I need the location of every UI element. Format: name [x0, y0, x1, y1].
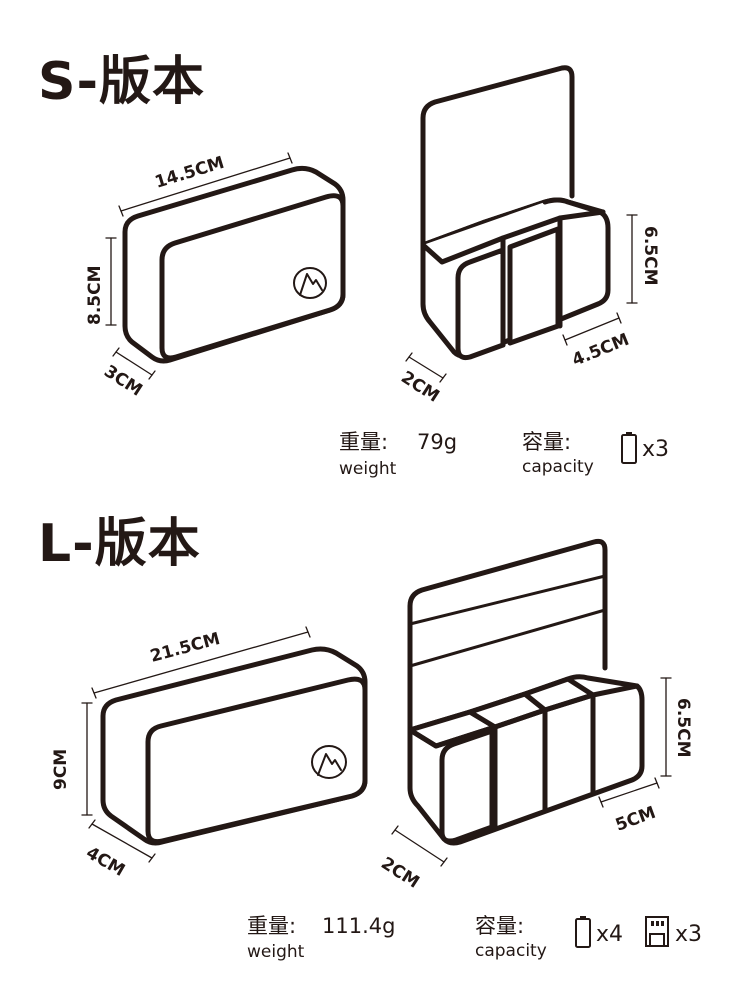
- l-battery-count: x4: [596, 922, 624, 947]
- l-slot-depth-label: 2CM: [377, 853, 422, 892]
- s-battery-count: x3: [642, 437, 670, 462]
- l-depth-label: 4CM: [83, 843, 129, 881]
- s-slot-height-label: 6.5CM: [640, 226, 660, 286]
- s-weight-sub: weight: [339, 459, 397, 479]
- s-closed-dimension-lines: [105, 152, 293, 380]
- l-sd-card-count: x3: [675, 922, 703, 947]
- l-height-label: 9CM: [51, 749, 71, 790]
- s-length-label: 14.5CM: [153, 153, 227, 193]
- s-capacity-label: 容量:: [522, 430, 572, 454]
- s-weight-label: 重量:: [339, 430, 389, 454]
- l-slot-width-label: 5CM: [613, 803, 659, 836]
- battery-icon: [575, 916, 591, 948]
- battery-icon: [621, 432, 637, 464]
- l-closed-dimension-lines: [81, 626, 311, 863]
- l-weight-sub: weight: [247, 942, 305, 962]
- l-logo-icon: [311, 745, 347, 779]
- l-capacity-sub: capacity: [475, 941, 547, 961]
- s-slot-width-label: 4.5CM: [569, 330, 632, 371]
- s-capacity-sub: capacity: [522, 457, 594, 477]
- s-height-label: 8.5CM: [85, 265, 105, 325]
- l-open-case: [407, 538, 645, 846]
- l-closed-case: [100, 646, 368, 846]
- s-closed-case: [122, 165, 346, 364]
- l-capacity-label: 容量:: [475, 914, 525, 938]
- l-open-dimension-lines: [391, 677, 672, 867]
- l-version-title: L-版本: [38, 514, 201, 574]
- s-version-title: S-版本: [38, 52, 206, 112]
- l-weight-label: 重量:: [247, 914, 297, 938]
- l-slot-height-label: 6.5CM: [673, 698, 693, 758]
- s-logo-icon: [293, 267, 327, 299]
- sd-card-icon: [645, 916, 669, 947]
- s-weight-value: 79g: [417, 430, 458, 454]
- l-weight-value: 111.4g: [322, 914, 396, 938]
- s-open-dimension-lines: [405, 214, 638, 383]
- s-open-case: [420, 65, 611, 361]
- l-length-label: 21.5CM: [148, 629, 222, 667]
